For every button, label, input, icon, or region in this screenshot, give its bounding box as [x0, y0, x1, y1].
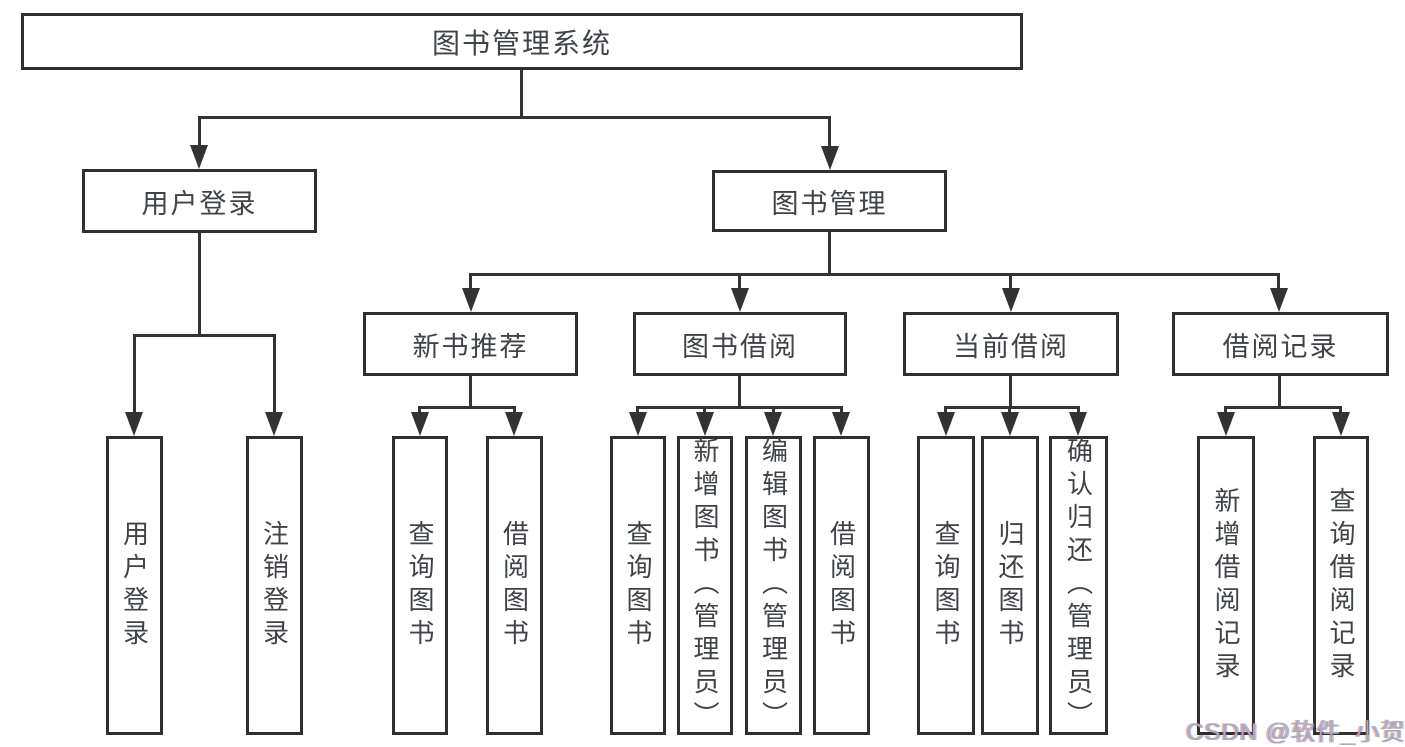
arrowhead-icon: [832, 412, 850, 436]
leaf-logout-label: 注销登录: [259, 519, 290, 652]
arrowhead-icon: [764, 412, 782, 436]
connector-line: [418, 406, 516, 409]
leaf-nbr-query-book-label: 查询图书: [405, 519, 435, 652]
arrowhead-icon: [1270, 288, 1288, 312]
connector-line: [133, 334, 136, 412]
leaf-bb-edit-book-admin: 编辑图书（管理员）: [745, 436, 802, 735]
leaf-nbr-borrow-book-label: 借阅图书: [499, 519, 530, 652]
leaf-br-query-record-label: 查询借阅记录: [1326, 486, 1356, 685]
connector-line: [738, 273, 741, 289]
leaf-br-query-record: 查询借阅记录: [1313, 436, 1369, 735]
node-book-borrow-label: 图书借阅: [682, 331, 798, 362]
leaf-cb-return-book: 归还图书: [981, 436, 1039, 735]
connector-line: [1077, 406, 1080, 414]
node-user-login: 用户登录: [82, 169, 317, 233]
connector-line: [828, 232, 831, 276]
leaf-bb-edit-book-admin-label: 编辑图书（管理员）: [758, 437, 789, 734]
arrowhead-icon: [731, 288, 749, 312]
node-root: 图书管理系统: [21, 13, 1023, 70]
leaf-logout: 注销登录: [246, 436, 303, 735]
leaf-bb-query-book-label: 查询图书: [623, 519, 653, 652]
connector-line: [1008, 406, 1011, 414]
connector-line: [198, 116, 201, 146]
arrowhead-icon: [265, 412, 283, 436]
connector-line: [198, 233, 201, 336]
arrowhead-icon: [1001, 412, 1019, 436]
leaf-cb-query-book-label: 查询图书: [931, 519, 961, 652]
leaf-cb-confirm-return-admin: 确认归还（管理员）: [1049, 436, 1108, 735]
arrowhead-icon: [190, 145, 208, 169]
arrowhead-icon: [505, 412, 523, 436]
node-root-label: 图书管理系统: [431, 27, 612, 59]
connector-line: [944, 406, 1080, 409]
connector-line: [703, 406, 706, 414]
node-book-management-label: 图书管理: [771, 188, 888, 219]
arrowhead-icon: [821, 146, 839, 170]
connector-line: [1224, 406, 1342, 409]
connector-line: [1009, 376, 1012, 408]
arrowhead-icon: [462, 288, 480, 312]
arrowhead-icon: [1069, 412, 1087, 436]
connector-line: [273, 334, 276, 412]
csdn-watermark: CSDN @软件_小贺同学: [1186, 719, 1405, 746]
leaf-nbr-query-book: 查询图书: [392, 436, 448, 735]
leaf-bb-borrow-book: 借阅图书: [813, 436, 870, 735]
leaf-cb-query-book: 查询图书: [917, 436, 975, 735]
connector-line: [133, 334, 276, 337]
leaf-user-login-label: 用户登录: [119, 519, 150, 652]
arrowhead-icon: [696, 412, 714, 436]
node-book-management: 图书管理: [712, 170, 947, 232]
connector-line: [513, 406, 516, 414]
connector-line: [772, 406, 775, 414]
arrowhead-icon: [629, 412, 647, 436]
connector-line: [738, 376, 741, 408]
leaf-br-add-record-label: 新增借阅记录: [1211, 486, 1241, 685]
connector-line: [1224, 406, 1227, 414]
leaf-user-login: 用户登录: [106, 436, 163, 735]
leaf-cb-confirm-return-admin-label: 确认归还（管理员）: [1063, 437, 1094, 734]
leaf-br-add-record: 新增借阅记录: [1197, 436, 1255, 735]
arrowhead-icon: [937, 412, 955, 436]
arrowhead-icon: [1332, 412, 1350, 436]
connector-line: [1277, 273, 1280, 289]
connector-line: [520, 70, 523, 119]
node-new-book-recommend-label: 新书推荐: [412, 331, 529, 362]
connector-line: [840, 406, 843, 414]
node-current-borrow: 当前借阅: [903, 312, 1119, 376]
connector-line: [1009, 273, 1012, 289]
connector-line: [944, 406, 947, 414]
node-borrow-records: 借阅记录: [1172, 312, 1389, 376]
connector-line: [1278, 376, 1281, 408]
connector-line: [418, 406, 421, 414]
node-borrow-records-label: 借阅记录: [1222, 331, 1339, 362]
arrowhead-icon: [411, 412, 429, 436]
leaf-cb-return-book-label: 归还图书: [995, 519, 1025, 652]
connector-line: [469, 273, 472, 289]
connector-line: [469, 376, 472, 408]
arrowhead-icon: [125, 412, 143, 436]
leaf-bb-borrow-book-label: 借阅图书: [826, 519, 857, 652]
leaf-bb-query-book: 查询图书: [610, 436, 666, 735]
node-user-login-label: 用户登录: [141, 188, 258, 219]
node-book-borrow: 图书借阅: [633, 312, 847, 376]
leaf-nbr-borrow-book: 借阅图书: [486, 436, 543, 735]
connector-line: [636, 406, 639, 414]
connector-line: [828, 116, 831, 147]
leaf-bb-add-book-admin-label: 新增图书（管理员）: [690, 437, 720, 734]
connector-line: [1339, 406, 1342, 414]
connector-line: [636, 406, 843, 409]
arrowhead-icon: [1002, 288, 1020, 312]
arrowhead-icon: [1217, 412, 1235, 436]
node-current-borrow-label: 当前借阅: [953, 331, 1069, 362]
node-new-book-recommend: 新书推荐: [363, 312, 578, 376]
leaf-bb-add-book-admin: 新增图书（管理员）: [677, 436, 733, 735]
connector-line: [469, 273, 1280, 276]
connector-line: [198, 116, 831, 119]
